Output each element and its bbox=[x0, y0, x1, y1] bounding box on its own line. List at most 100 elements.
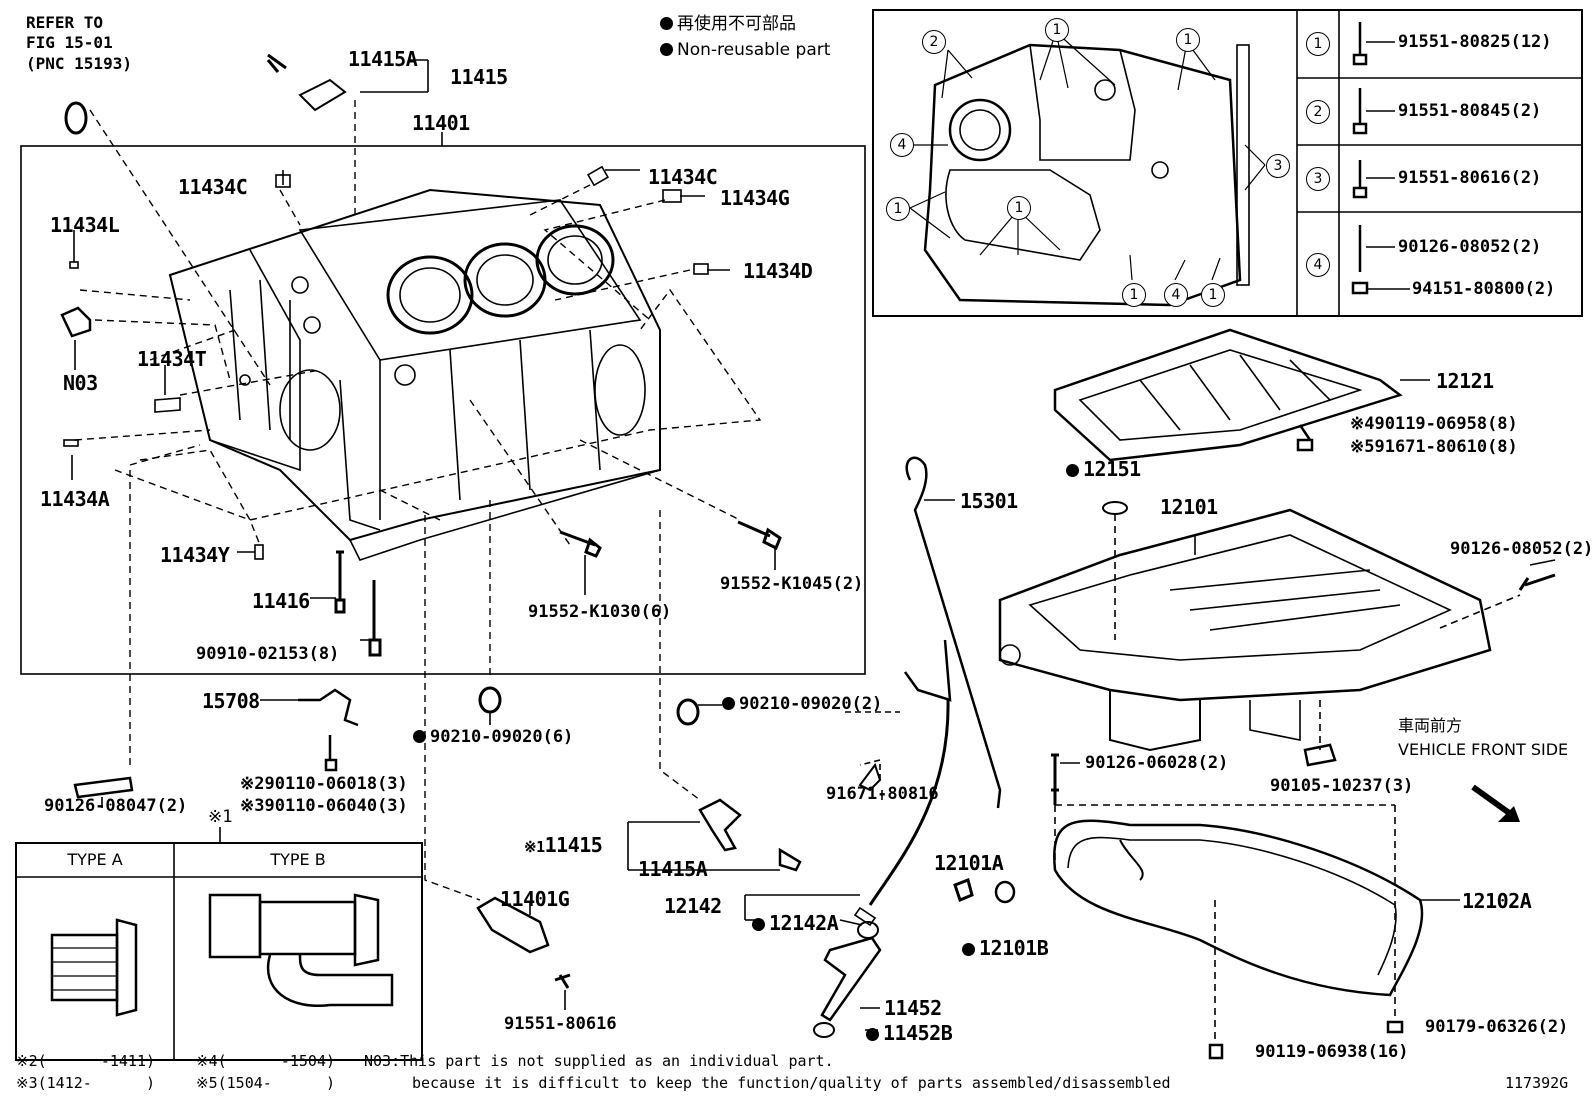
part-90110-06018[interactable]: ※290110-06018(3) bbox=[240, 774, 408, 794]
part-11415A-typeb[interactable]: 11415A bbox=[638, 857, 708, 881]
bolt-table-part-4b[interactable]: 94151-80800(2) bbox=[1412, 279, 1556, 299]
non-reusable-dot-icon bbox=[660, 17, 673, 30]
part-N03[interactable]: N03 bbox=[63, 371, 98, 395]
part-91552-K1045[interactable]: 91552-K1045(2) bbox=[720, 574, 864, 594]
bolt-table-part-2[interactable]: 91551-80845(2) bbox=[1398, 101, 1542, 121]
part-90119-06938[interactable]: 90119-06938(16) bbox=[1255, 1042, 1409, 1062]
inset-callout-1-top[interactable]: 1 bbox=[1045, 18, 1069, 42]
n03-note-line-2: because it is difficult to keep the func… bbox=[412, 1074, 1171, 1092]
part-15708[interactable]: 15708 bbox=[202, 689, 260, 713]
type-b-union-drawing bbox=[208, 893, 394, 1008]
footnote-3: ※3(1412- ) bbox=[16, 1074, 155, 1092]
part-11434C-left[interactable]: 11434C bbox=[178, 175, 248, 199]
part-11434T[interactable]: 11434T bbox=[137, 347, 207, 371]
part-91671-80816[interactable]: 91671-80816 bbox=[826, 784, 939, 804]
timing-cover-drawing bbox=[923, 43, 1242, 307]
part-11452[interactable]: 11452 bbox=[884, 996, 942, 1020]
inset-callout-1-left[interactable]: 1 bbox=[886, 197, 910, 221]
part-90210-09020-6[interactable]: 90210-09020(6) bbox=[413, 728, 573, 746]
inset-callout-4-bottom[interactable]: 4 bbox=[1164, 283, 1188, 307]
oil-pan-baffle-12121 bbox=[1053, 328, 1403, 462]
n03-note-line-1: N03:This part is not supplied as an indi… bbox=[364, 1052, 834, 1070]
oil-pan-12102a bbox=[1053, 819, 1424, 997]
part-90126-08052-pan[interactable]: 90126-08052(2) bbox=[1450, 539, 1592, 559]
part-11434Y[interactable]: 11434Y bbox=[160, 543, 230, 567]
vehicle-front-en: VEHICLE FRONT SIDE bbox=[1398, 740, 1569, 759]
part-12142A[interactable]: 12142A bbox=[752, 912, 839, 934]
part-90179-06326[interactable]: 90179-06326(2) bbox=[1425, 1017, 1569, 1037]
part-15301[interactable]: 15301 bbox=[960, 489, 1018, 513]
inset-callout-1-bottom-b[interactable]: 1 bbox=[1201, 283, 1225, 307]
bolt-91552-k1030 bbox=[559, 530, 602, 558]
dipstick-guide bbox=[868, 699, 950, 906]
part-12101[interactable]: 12101 bbox=[1160, 495, 1218, 519]
type-a-plug-drawing bbox=[50, 918, 138, 1017]
part-90910-02153[interactable]: 90910-02153(8) bbox=[196, 644, 340, 664]
inset-callout-3[interactable]: 3 bbox=[1266, 154, 1290, 178]
part-90210-09020-2[interactable]: 90210-09020(2) bbox=[722, 695, 882, 713]
non-reusable-dot-icon bbox=[962, 943, 975, 956]
inset-box bbox=[872, 9, 1583, 317]
non-reusable-dot-icon bbox=[660, 43, 673, 56]
n03-plug bbox=[60, 306, 92, 338]
oil-jet-15708 bbox=[298, 688, 359, 727]
block-dashed-leaders bbox=[74, 100, 762, 901]
oil-pan-12101 bbox=[998, 508, 1492, 702]
part-11415-typeb[interactable]: ※111415 bbox=[524, 833, 603, 857]
part-90110-06040[interactable]: ※390110-06040(3) bbox=[240, 796, 408, 816]
part-12101A[interactable]: 12101A bbox=[934, 851, 1004, 875]
bolt-table-part-3[interactable]: 91551-80616(2) bbox=[1398, 168, 1542, 188]
part-12142[interactable]: 12142 bbox=[664, 894, 722, 918]
part-12151[interactable]: 12151 bbox=[1066, 458, 1141, 480]
part-11415A[interactable]: 11415A bbox=[348, 47, 418, 71]
bolt-table-num-1: 1 bbox=[1306, 32, 1330, 56]
part-90105-10237[interactable]: 90105-10237(3) bbox=[1270, 776, 1414, 796]
part-90126-06028[interactable]: 90126-06028(2) bbox=[1085, 753, 1229, 773]
legend-en: Non-reusable part bbox=[660, 40, 830, 60]
part-12102A[interactable]: 12102A bbox=[1462, 889, 1532, 913]
part-11401G[interactable]: 11401G bbox=[500, 887, 570, 911]
part-12121[interactable]: 12121 bbox=[1436, 369, 1494, 393]
inset-callout-1-bottom-a[interactable]: 1 bbox=[1122, 283, 1146, 307]
inset-callout-1-mid[interactable]: 1 bbox=[1007, 196, 1031, 220]
bolt-table-part-4a[interactable]: 90126-08052(2) bbox=[1398, 237, 1542, 257]
part-11415[interactable]: 11415 bbox=[450, 65, 508, 89]
bolt-90910 bbox=[368, 580, 382, 657]
part-11452B[interactable]: 11452B bbox=[866, 1022, 953, 1044]
part-11416[interactable]: 11416 bbox=[252, 589, 310, 613]
bolt-table-num-4: 4 bbox=[1306, 253, 1330, 277]
bolt-table-num-3: 3 bbox=[1306, 167, 1330, 191]
part-12101B[interactable]: 12101B bbox=[962, 937, 1049, 959]
bolt-table-part-1[interactable]: 91551-80825(12) bbox=[1398, 32, 1552, 52]
figure-id: 117392G bbox=[1505, 1074, 1569, 1092]
cylinder-block-frame bbox=[20, 145, 866, 675]
type-b-header: TYPE B bbox=[270, 850, 326, 869]
part-11401[interactable]: 11401 bbox=[412, 111, 470, 135]
part-90119-06958[interactable]: ※490119-06958(8) bbox=[1350, 414, 1518, 434]
part-11415-small bbox=[298, 78, 347, 112]
part-91551-80616[interactable]: 91551-80616 bbox=[504, 1014, 617, 1034]
bolt-11416 bbox=[334, 550, 346, 614]
type-a-header: TYPE A bbox=[67, 850, 123, 869]
bolt-11415A bbox=[266, 53, 287, 73]
part-11434A[interactable]: 11434A bbox=[40, 487, 110, 511]
footnote-5: ※5(1504- ) bbox=[196, 1074, 335, 1092]
inset-callout-1-right[interactable]: 1 bbox=[1176, 28, 1200, 52]
non-reusable-dot-icon bbox=[866, 1028, 879, 1041]
cylinder-block-drawing bbox=[168, 188, 661, 561]
part-11434C-right[interactable]: 11434C bbox=[648, 165, 718, 189]
inset-callout-4-left[interactable]: 4 bbox=[890, 133, 914, 157]
inset-callout-2[interactable]: 2 bbox=[922, 30, 946, 54]
bolt-table-num-2: 2 bbox=[1306, 100, 1330, 124]
part-91552-K1030[interactable]: 91552-K1030(6) bbox=[528, 602, 672, 622]
refer-line-3: (PNC 15193) bbox=[26, 54, 132, 73]
part-11434L[interactable]: 11434L bbox=[50, 213, 120, 237]
inset-bolt-icons bbox=[1351, 22, 1410, 295]
part-11434G[interactable]: 11434G bbox=[720, 186, 790, 210]
bolt-91552-k1045 bbox=[737, 520, 782, 551]
part-90126-08047[interactable]: 90126-08047(2) bbox=[44, 796, 188, 816]
part-11434D[interactable]: 11434D bbox=[743, 259, 813, 283]
part-91671-80610[interactable]: ※591671-80610(8) bbox=[1350, 437, 1518, 457]
seal-ring bbox=[64, 101, 88, 135]
